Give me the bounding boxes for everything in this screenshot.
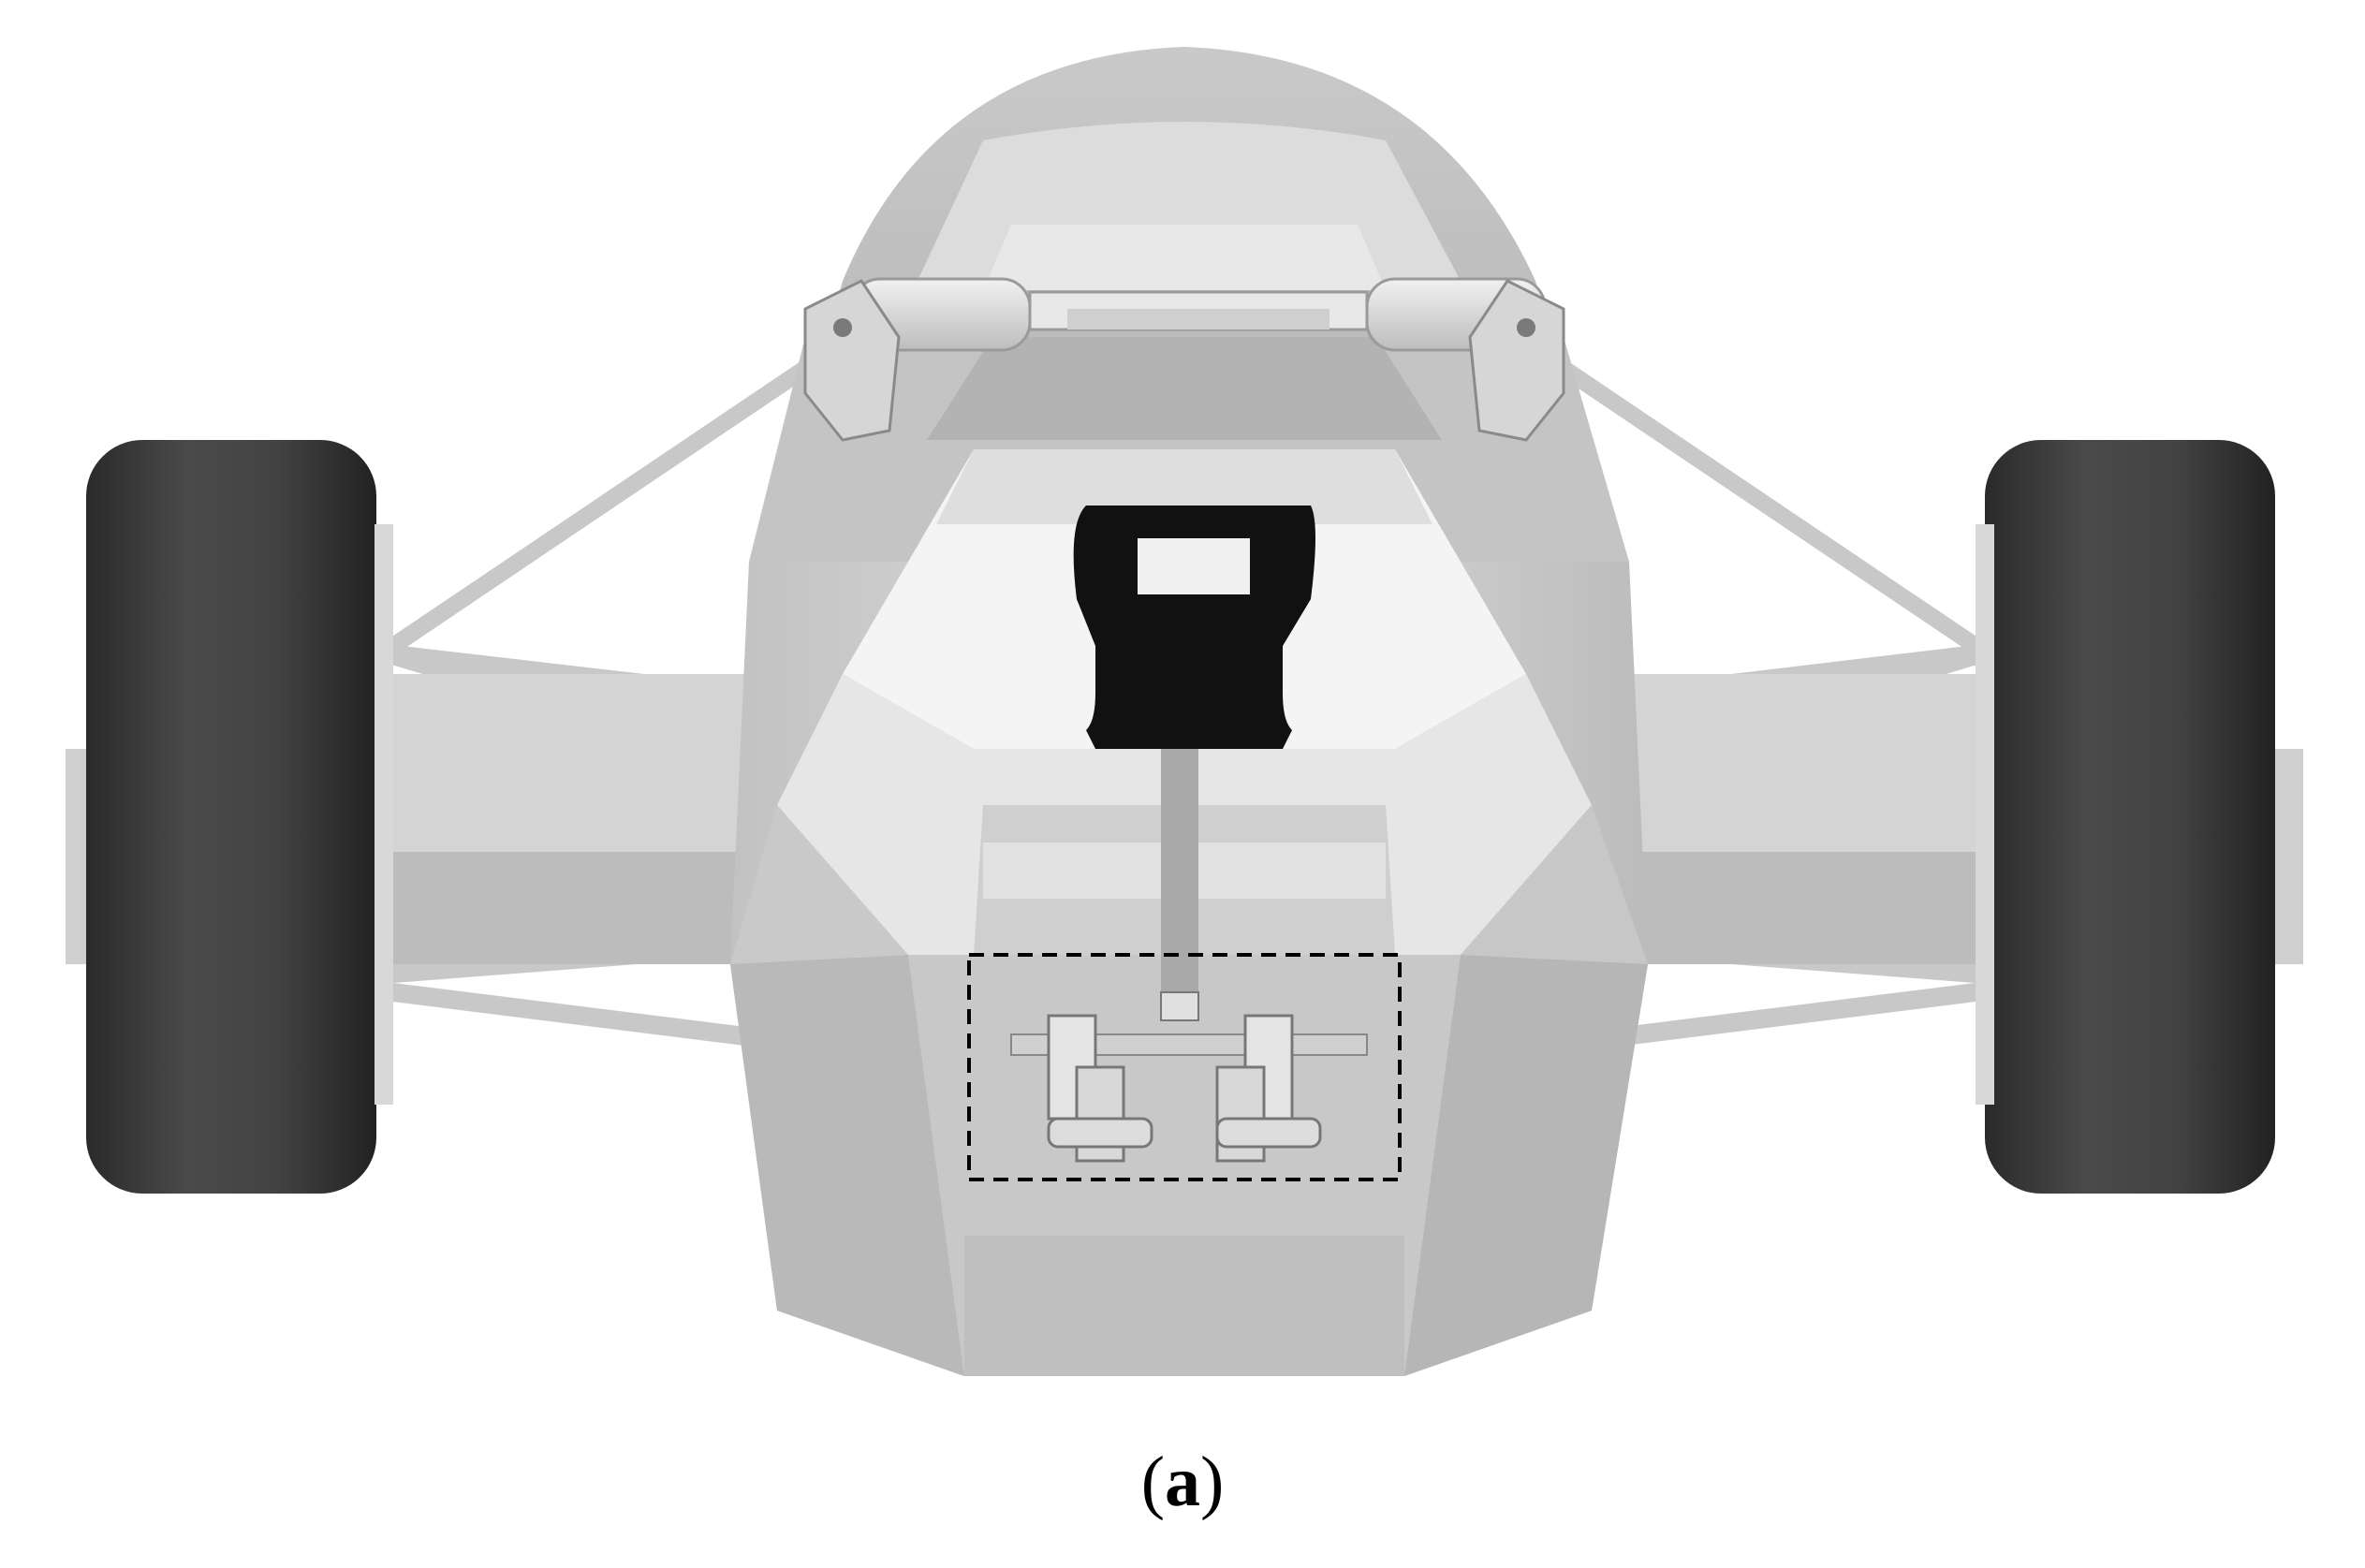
detail-box — [967, 953, 1402, 1181]
tire-left — [66, 440, 393, 1194]
figure-caption: (a) — [0, 1446, 2365, 1517]
steering-wheel — [1073, 506, 1315, 749]
caption-close: ) — [1200, 1443, 1225, 1521]
caption-letter: a — [1165, 1443, 1200, 1521]
steering-column — [1161, 749, 1198, 1020]
tire-right — [1976, 440, 2303, 1194]
pushrod-rockers — [803, 277, 1565, 442]
pedal-assembly — [1010, 991, 1368, 1163]
caption-open: ( — [1140, 1443, 1165, 1521]
